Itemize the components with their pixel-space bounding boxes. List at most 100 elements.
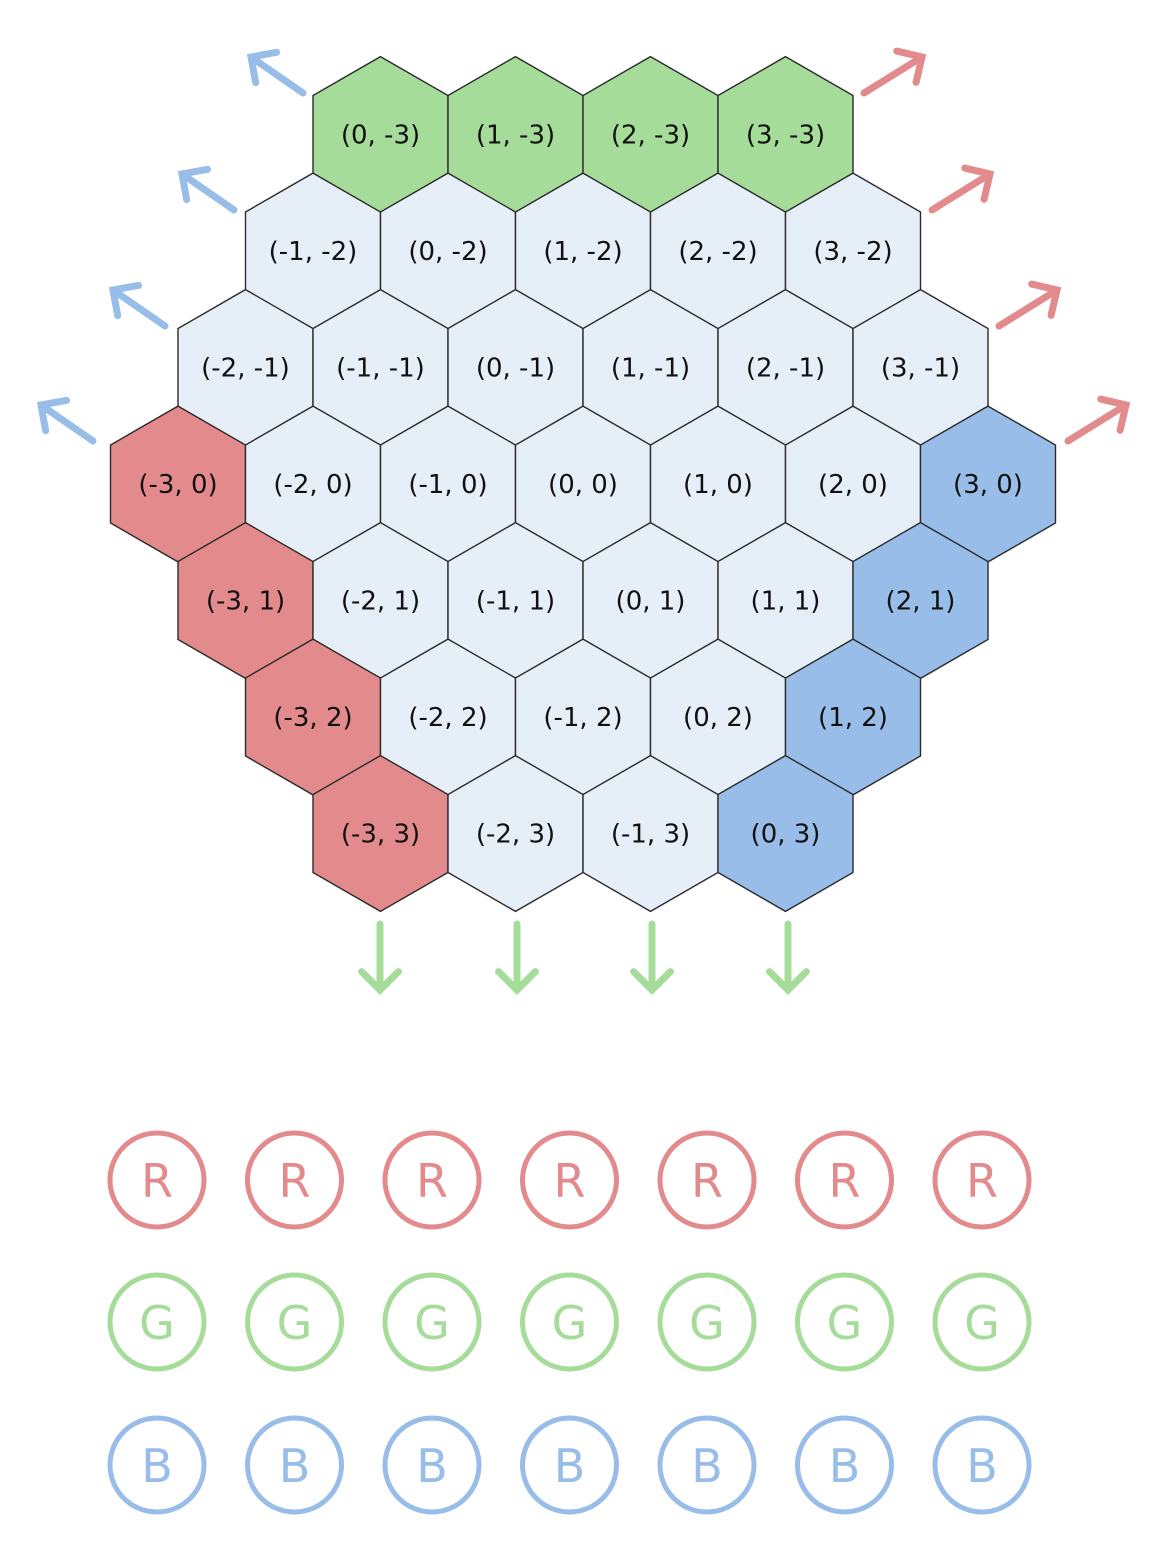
token-red[interactable]: R bbox=[932, 1130, 1032, 1230]
token-blue[interactable]: B bbox=[382, 1415, 482, 1515]
hex-cell[interactable]: (-2, 2) bbox=[379, 638, 517, 796]
token-green[interactable]: G bbox=[107, 1272, 207, 1372]
token-letter: G bbox=[277, 1296, 313, 1350]
token-ring bbox=[520, 1272, 619, 1372]
hex-coordinate-label: (1, 0) bbox=[683, 470, 753, 500]
token-letter: R bbox=[829, 1154, 861, 1208]
hex-coordinate-label: (3, -1) bbox=[881, 354, 960, 384]
hex-coordinate-label: (-1, 0) bbox=[408, 470, 487, 500]
token-green[interactable]: G bbox=[795, 1272, 894, 1372]
token-letter: G bbox=[689, 1296, 725, 1350]
hex-coordinate-label: (1, -2) bbox=[543, 237, 622, 267]
hex-cell[interactable]: (-3, 0) bbox=[109, 405, 247, 563]
hex-cell[interactable]: (-3, 3) bbox=[312, 754, 449, 913]
hex-cell[interactable]: (-2, -1) bbox=[177, 288, 314, 447]
hex-tile bbox=[717, 754, 854, 913]
hex-coordinate-label: (-1, -1) bbox=[336, 354, 425, 384]
token-letter: R bbox=[966, 1154, 998, 1208]
token-red[interactable]: R bbox=[107, 1130, 207, 1230]
hex-cell[interactable]: (2, -2) bbox=[649, 172, 787, 330]
hex-coordinate-label: (2, 0) bbox=[818, 470, 888, 500]
hex-cell[interactable]: (-1, 3) bbox=[582, 754, 719, 913]
token-blue[interactable]: B bbox=[932, 1415, 1032, 1515]
token-blue[interactable]: B bbox=[795, 1415, 894, 1515]
token-red[interactable]: R bbox=[245, 1130, 344, 1230]
token-letter: G bbox=[552, 1296, 588, 1350]
hex-coordinate-label: (-2, 1) bbox=[341, 587, 420, 617]
token-letter: R bbox=[141, 1154, 173, 1208]
hex-coordinate-label: (-2, 2) bbox=[408, 703, 487, 733]
arrow-down-icon bbox=[630, 920, 674, 995]
token-blue[interactable]: B bbox=[245, 1415, 344, 1515]
hex-coordinate-label: (2, -3) bbox=[611, 121, 690, 151]
arrow-down-icon bbox=[766, 920, 810, 995]
token-red[interactable]: R bbox=[795, 1130, 894, 1230]
token-blue[interactable]: B bbox=[657, 1415, 757, 1515]
hex-coordinate-label: (2, -2) bbox=[678, 237, 757, 267]
hex-coordinate-label: (0, -1) bbox=[476, 354, 555, 384]
token-letter: B bbox=[691, 1439, 723, 1493]
arrow-up-right-icon bbox=[1064, 395, 1131, 445]
hex-cell[interactable]: (2, 1) bbox=[852, 521, 989, 680]
hex-coordinate-label: (-3, 1) bbox=[206, 587, 285, 617]
token-blue[interactable]: B bbox=[107, 1415, 207, 1515]
hex-coordinate-label: (0, 1) bbox=[616, 587, 686, 617]
hex-cell[interactable]: (0, 3) bbox=[717, 754, 854, 913]
token-letter: R bbox=[691, 1154, 723, 1208]
token-ring bbox=[382, 1415, 482, 1515]
hex-cell[interactable]: (1, 2) bbox=[784, 638, 922, 796]
hex-coordinate-label: (1, 2) bbox=[818, 703, 888, 733]
token-green[interactable]: G bbox=[657, 1272, 757, 1372]
token-ring bbox=[520, 1130, 619, 1230]
hex-cell[interactable]: (-2, 3) bbox=[447, 754, 584, 913]
hex-coordinate-label: (0, -3) bbox=[341, 121, 420, 151]
token-letter: B bbox=[829, 1439, 861, 1493]
token-ring bbox=[795, 1415, 894, 1515]
token-ring bbox=[795, 1272, 894, 1372]
hex-coordinate-label: (2, 1) bbox=[886, 587, 956, 617]
token-green[interactable]: G bbox=[382, 1272, 482, 1372]
hex-coordinate-label: (-1, 3) bbox=[611, 820, 690, 850]
hex-cell[interactable]: (2, -1) bbox=[717, 288, 854, 447]
hex-coordinate-label: (1, 1) bbox=[751, 587, 821, 617]
hex-coordinate-label: (3, -2) bbox=[813, 237, 892, 267]
hex-cell[interactable]: (-3, 2) bbox=[244, 638, 382, 796]
token-letter: B bbox=[966, 1439, 998, 1493]
hex-cell[interactable]: (3, -1) bbox=[852, 288, 989, 447]
token-red[interactable]: R bbox=[657, 1130, 757, 1230]
hex-coordinate-label: (3, 0) bbox=[953, 470, 1023, 500]
hex-cell[interactable]: (-2, 0) bbox=[244, 405, 382, 563]
token-green[interactable]: G bbox=[245, 1272, 344, 1372]
hex-coordinate-label: (-1, 1) bbox=[476, 587, 555, 617]
hex-coordinate-label: (-3, 0) bbox=[138, 470, 217, 500]
token-ring bbox=[245, 1415, 344, 1515]
token-green[interactable]: G bbox=[520, 1272, 619, 1372]
arrow-up-left-icon bbox=[36, 396, 97, 445]
hex-grid: (0, -3) (1, -3) (2, -3) (3, -3) (-1, -2) (0, … bbox=[109, 55, 1057, 913]
token-ring bbox=[932, 1415, 1032, 1515]
token-ring bbox=[657, 1130, 757, 1230]
token-letter: R bbox=[416, 1154, 448, 1208]
token-ring bbox=[245, 1130, 344, 1230]
hex-cell[interactable]: (1, -2) bbox=[514, 172, 652, 330]
hex-coordinate-label: (-1, 2) bbox=[543, 703, 622, 733]
token-red[interactable]: R bbox=[520, 1130, 619, 1230]
arrow-up-left-icon bbox=[108, 281, 169, 330]
hex-cell[interactable]: (3, -3) bbox=[717, 55, 854, 214]
hex-cell[interactable]: (1, -3) bbox=[447, 55, 584, 214]
hex-coordinate-label: (0, -2) bbox=[408, 237, 487, 267]
token-blue[interactable]: B bbox=[520, 1415, 619, 1515]
token-red[interactable]: R bbox=[382, 1130, 482, 1230]
hex-cell[interactable]: (0, -3) bbox=[312, 55, 449, 214]
hex-coordinate-label: (-1, -2) bbox=[269, 237, 358, 267]
token-green[interactable]: G bbox=[932, 1272, 1032, 1372]
hex-cell[interactable]: (-1, -1) bbox=[312, 288, 449, 447]
hex-cell[interactable]: (-1, 2) bbox=[514, 638, 652, 796]
token-ring bbox=[520, 1415, 619, 1515]
token-ring bbox=[107, 1415, 207, 1515]
token-letter: B bbox=[554, 1439, 586, 1493]
token-letter: G bbox=[827, 1296, 863, 1350]
token-letter: R bbox=[554, 1154, 586, 1208]
